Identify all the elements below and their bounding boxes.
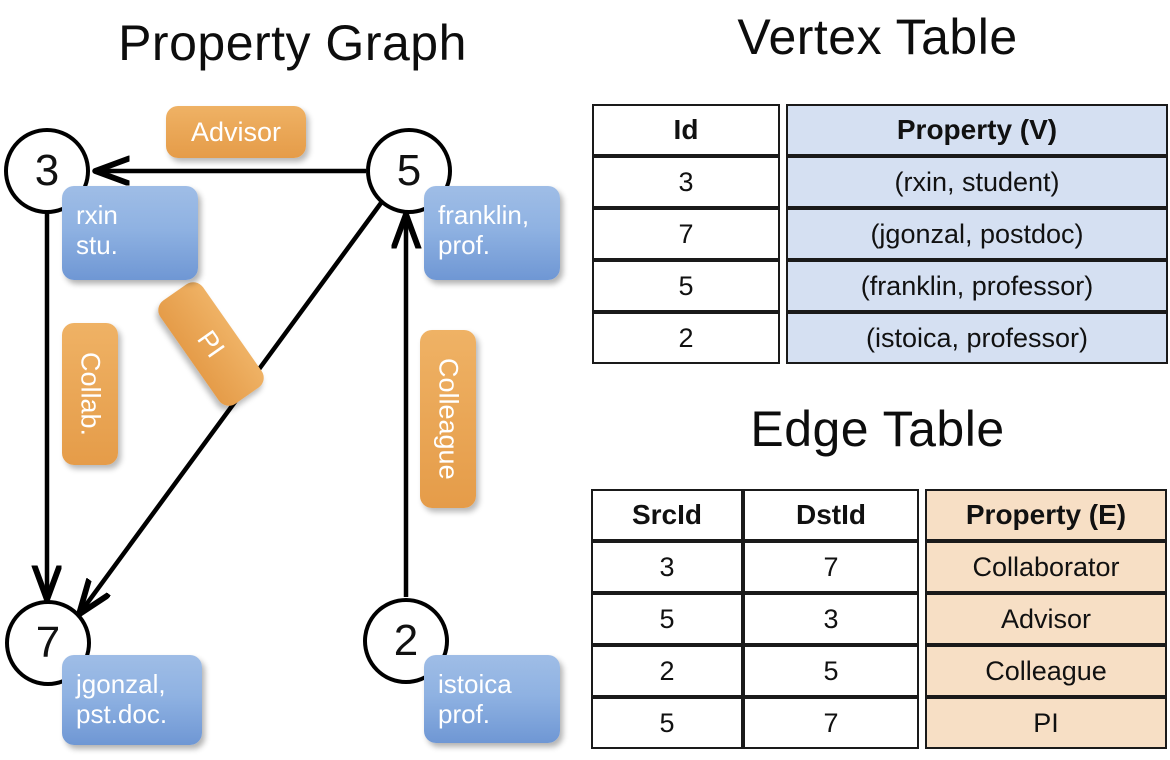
edge-table: SrcId DstId Property (E) 3 7 Collaborato… (591, 489, 1167, 749)
table-row: 7 (jgonzal, postdoc) (592, 208, 1168, 260)
edge-label-collab: Collab. (62, 323, 118, 465)
edge-table-column-gap (919, 489, 925, 541)
vertex-property-callout-7: jgonzal, pst.doc. (62, 655, 202, 745)
vertex-cell-property: (istoica, professor) (786, 312, 1168, 364)
edge-cell-property: Colleague (925, 645, 1167, 697)
edge-cell-srcid: 5 (591, 593, 743, 645)
vertex-property-line-1: jgonzal, (76, 669, 166, 699)
edge-label-advisor-text: Advisor (190, 116, 282, 147)
vertex-property-line-2: prof. (438, 699, 491, 729)
edge-table-header-row: SrcId DstId Property (E) (591, 489, 1167, 541)
graph-edge-arrows (0, 0, 585, 760)
edge-arrow-5-to-7 (80, 201, 383, 613)
vertex-property-line-2: stu. (76, 230, 118, 260)
vertex-cell-property: (rxin, student) (786, 156, 1168, 208)
page-title-vertex-table: Vertex Table (737, 9, 1018, 65)
graph-node-2[interactable]: 2 (363, 598, 449, 684)
vertex-cell-id: 7 (592, 208, 780, 260)
vertex-property-line-2: pst.doc. (76, 699, 168, 729)
table-row: 2 (istoica, professor) (592, 312, 1168, 364)
property-graph-diagram: 3 5 7 2 rxin stu. franklin, prof. jgonza… (0, 0, 585, 760)
table-row: 5 (franklin, professor) (592, 260, 1168, 312)
vertex-cell-property: (franklin, professor) (786, 260, 1168, 312)
edge-cell-dstid: 7 (743, 541, 919, 593)
edge-table-column-gap (919, 593, 925, 645)
edge-table-header-dstid: DstId (743, 489, 919, 541)
vertex-table-header-property: Property (V) (786, 104, 1168, 156)
edge-label-colleague: Colleague (420, 330, 476, 508)
edge-table-column-gap (919, 541, 925, 593)
vertex-cell-id: 2 (592, 312, 780, 364)
edge-cell-srcid: 2 (591, 645, 743, 697)
vertex-property-line-1: rxin (76, 200, 118, 230)
edge-cell-srcid: 5 (591, 697, 743, 749)
vertex-table-column-gap (780, 104, 786, 156)
vertex-table-header-row: Id Property (V) (592, 104, 1168, 156)
table-row: 3 (rxin, student) (592, 156, 1168, 208)
vertex-property-callout-2: istoica prof. (424, 655, 560, 743)
edge-table-header-srcid: SrcId (591, 489, 743, 541)
edge-cell-dstid: 5 (743, 645, 919, 697)
vertex-table-header-id: Id (592, 104, 780, 156)
vertex-cell-id: 5 (592, 260, 780, 312)
edge-cell-dstid: 7 (743, 697, 919, 749)
edge-label-collab-text: Collab. (75, 351, 106, 437)
vertex-table-column-gap (780, 208, 786, 260)
edge-label-advisor: Advisor (166, 106, 306, 158)
vertex-property-line-2: prof. (438, 230, 491, 260)
table-row: 5 3 Advisor (591, 593, 1167, 645)
vertex-property-callout-5: franklin, prof. (424, 186, 560, 280)
edge-label-pi-text: PI (191, 324, 232, 363)
vertex-property-callout-3: rxin stu. (62, 186, 198, 280)
table-row: 2 5 Colleague (591, 645, 1167, 697)
vertex-property-line-1: istoica (438, 669, 512, 699)
edge-cell-property: Collaborator (925, 541, 1167, 593)
vertex-table-column-gap (780, 156, 786, 208)
vertex-table-column-gap (780, 312, 786, 364)
vertex-property-line-1: franklin, (438, 200, 530, 230)
edge-cell-srcid: 3 (591, 541, 743, 593)
edge-table-column-gap (919, 697, 925, 749)
edge-cell-property: Advisor (925, 593, 1167, 645)
vertex-table-column-gap (780, 260, 786, 312)
edge-table-header-property: Property (E) (925, 489, 1167, 541)
page-title-property-graph: Property Graph (118, 15, 467, 71)
vertex-table: Id Property (V) 3 (rxin, student) 7 (jgo… (592, 104, 1168, 364)
edge-table-column-gap (919, 645, 925, 697)
vertex-cell-id: 3 (592, 156, 780, 208)
table-row: 5 7 PI (591, 697, 1167, 749)
vertex-cell-property: (jgonzal, postdoc) (786, 208, 1168, 260)
table-row: 3 7 Collaborator (591, 541, 1167, 593)
edge-cell-property: PI (925, 697, 1167, 749)
edge-label-colleague-text: Colleague (433, 358, 464, 480)
page-title-edge-table: Edge Table (750, 401, 1005, 457)
edge-cell-dstid: 3 (743, 593, 919, 645)
